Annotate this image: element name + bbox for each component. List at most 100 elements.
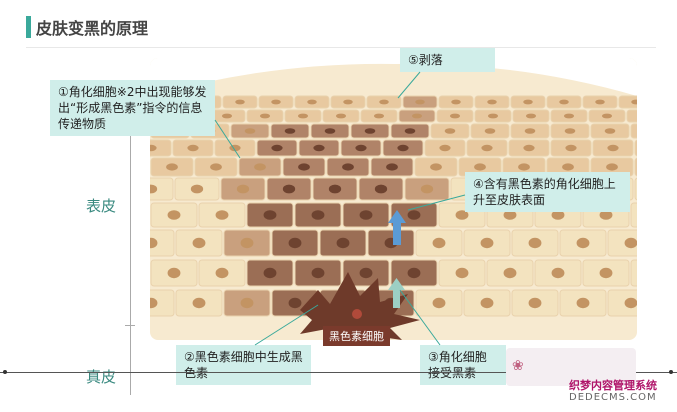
cell-nucleus <box>150 144 157 152</box>
cell-nucleus <box>449 113 461 119</box>
skin-cell <box>150 229 175 257</box>
watermark-panel <box>506 348 636 386</box>
cell-nucleus <box>236 184 250 194</box>
cell-nucleus <box>551 210 565 220</box>
cell-nucleus <box>328 184 342 194</box>
cell-nucleus <box>215 210 229 220</box>
cell-nucleus <box>282 184 296 194</box>
watermark-url: DEDECMS.COM <box>569 392 657 403</box>
up-arrow-lower-head <box>388 278 405 290</box>
cell-nucleus <box>444 128 456 134</box>
cell-nucleus <box>271 144 283 152</box>
cell-nucleus <box>624 237 637 249</box>
skin-cell <box>150 177 174 201</box>
melanocyte-nucleus <box>352 309 362 319</box>
cell-nucleus <box>503 210 517 220</box>
epidermis-label: 表皮 <box>86 197 117 215</box>
skin-cell <box>607 289 637 317</box>
cell-nucleus <box>263 267 277 279</box>
cell-nucleus <box>259 113 271 119</box>
cell-nucleus <box>374 184 388 194</box>
cell-nucleus <box>271 99 281 105</box>
cell-nucleus <box>240 297 254 309</box>
cell-nucleus <box>254 163 266 171</box>
cell-nucleus <box>601 113 613 119</box>
cell-nucleus <box>455 267 469 279</box>
cell-nucleus <box>240 237 254 249</box>
title-accent-bar <box>26 16 31 38</box>
cell-nucleus <box>404 128 416 134</box>
connector-step-4 <box>407 194 466 211</box>
watermark-text: 织梦内容管理系统 <box>569 379 657 392</box>
cell-nucleus <box>551 267 565 279</box>
cell-nucleus <box>373 113 385 119</box>
callout-step-4: ④含有黑色素的角化细胞上升至皮肤表面 <box>465 172 630 212</box>
cell-nucleus <box>565 144 577 152</box>
cell-nucleus <box>430 163 442 171</box>
melanocyte-label: 黑色素细胞 <box>323 326 390 346</box>
up-arrow-upper-shaft <box>393 223 401 245</box>
watermark-flower-icon: ❀ <box>512 358 524 374</box>
callout-step-2: ②黑色素细胞中生成黑色素 <box>176 345 311 385</box>
skin-cell <box>150 289 175 317</box>
cell-nucleus <box>210 163 222 171</box>
up-arrow-upper-head <box>388 210 406 223</box>
cell-nucleus <box>559 99 569 105</box>
cell-nucleus <box>606 163 618 171</box>
cell-nucleus <box>576 297 590 309</box>
skin-cell <box>634 177 637 201</box>
cell-nucleus <box>335 113 347 119</box>
cell-nucleus <box>455 210 469 220</box>
cell-nucleus <box>523 99 533 105</box>
cell-nucleus <box>324 128 336 134</box>
cell-nucleus <box>336 237 350 249</box>
cell-nucleus <box>166 163 178 171</box>
cell-nucleus <box>411 113 423 119</box>
cell-nucleus <box>359 267 373 279</box>
cell-nucleus <box>524 128 536 134</box>
cell-nucleus <box>599 210 613 220</box>
cell-nucleus <box>288 297 302 309</box>
cell-nucleus <box>523 144 535 152</box>
cell-nucleus <box>359 210 373 220</box>
cell-nucleus <box>439 144 451 152</box>
cell-nucleus <box>150 237 158 249</box>
cell-nucleus <box>604 128 616 134</box>
cell-nucleus <box>342 163 354 171</box>
skin-surface-edge <box>150 58 637 96</box>
cell-nucleus <box>432 297 446 309</box>
cell-nucleus <box>192 237 206 249</box>
cell-nucleus <box>576 237 590 249</box>
cell-nucleus <box>379 99 389 105</box>
cell-nucleus <box>311 210 325 220</box>
connector-step-5 <box>397 71 421 99</box>
cell-nucleus <box>167 210 181 220</box>
cell-nucleus <box>311 267 325 279</box>
cell-nucleus <box>474 163 486 171</box>
bottom-divider <box>0 372 677 373</box>
cell-nucleus <box>480 237 494 249</box>
cell-nucleus <box>528 237 542 249</box>
cell-nucleus <box>599 267 613 279</box>
cell-nucleus <box>484 128 496 134</box>
connector-step-2 <box>254 304 319 346</box>
cell-nucleus <box>420 184 434 194</box>
cell-nucleus <box>407 210 421 220</box>
cell-nucleus <box>432 237 446 249</box>
cell-nucleus <box>288 237 302 249</box>
skin-cell <box>634 139 637 157</box>
cell-nucleus <box>480 297 494 309</box>
callout-step-1: ①角化细胞※2中出现能够发出“形成黑色素”指令的信息传递物质 <box>50 80 215 136</box>
cell-nucleus <box>487 99 497 105</box>
cell-nucleus <box>397 144 409 152</box>
cell-nucleus <box>487 113 499 119</box>
page-title: 皮肤变黑的原理 <box>36 19 149 38</box>
cell-nucleus <box>415 99 425 105</box>
cell-nucleus <box>187 144 199 152</box>
cell-nucleus <box>221 113 233 119</box>
cell-nucleus <box>631 99 637 105</box>
cell-nucleus <box>564 128 576 134</box>
cell-nucleus <box>386 163 398 171</box>
cell-nucleus <box>364 128 376 134</box>
